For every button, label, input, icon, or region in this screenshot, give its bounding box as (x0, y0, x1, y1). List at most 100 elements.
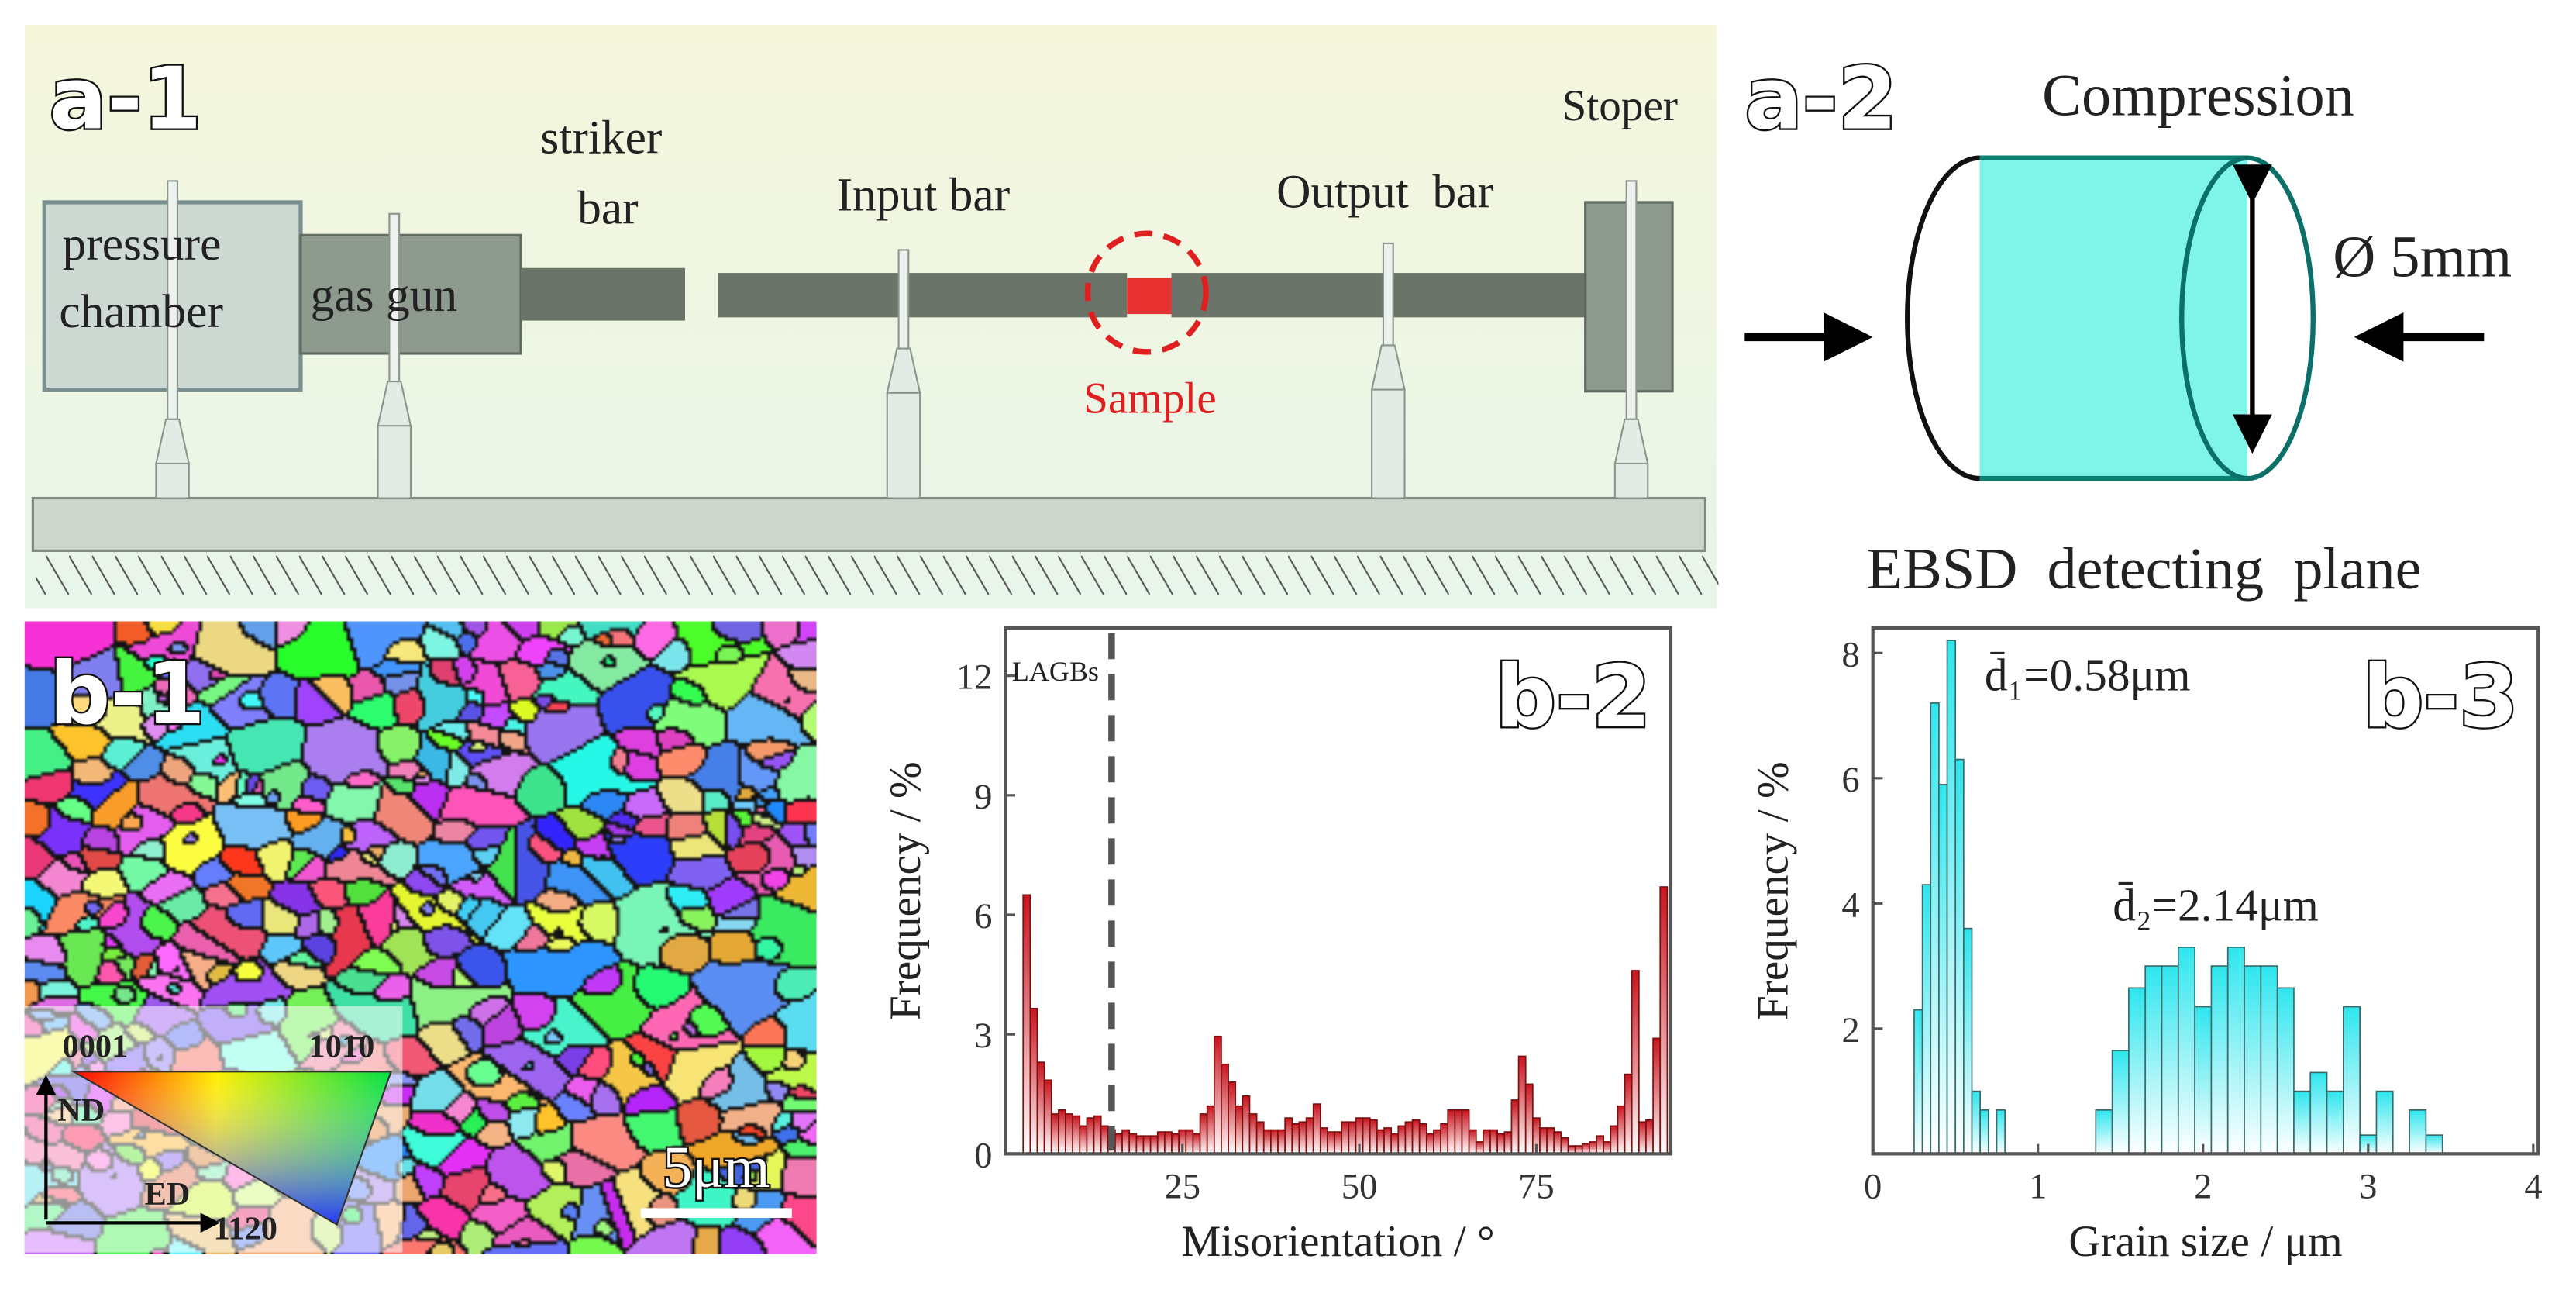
bar (1603, 1141, 1612, 1155)
bar (2425, 1134, 2443, 1155)
bar (1517, 1055, 1527, 1155)
bar (1524, 1083, 1534, 1155)
bar (1093, 1115, 1102, 1155)
x-tick-label: 3 (2359, 1167, 2377, 1207)
bar (1475, 1141, 1484, 1155)
bar (1284, 1117, 1293, 1155)
bar (1164, 1131, 1173, 1155)
x-tick-label: 4 (2524, 1167, 2542, 1207)
bar (1058, 1109, 1066, 1155)
bar (1461, 1109, 1470, 1155)
bar (1652, 1037, 1662, 1155)
bar (1938, 784, 1948, 1155)
bar (1079, 1125, 1088, 1155)
bar (1050, 1113, 1059, 1155)
bar (1043, 1079, 1052, 1155)
bar (1996, 1109, 2006, 1155)
diameter-label: Ø 5mm (2333, 223, 2512, 289)
bar (1334, 1131, 1343, 1155)
lagbs-annotation: LAGBs (1012, 656, 1099, 687)
bar (1121, 1129, 1131, 1155)
bar (1404, 1121, 1414, 1155)
support-stand (1613, 180, 1649, 499)
striker-label: striker (540, 111, 662, 164)
panel-label: b-3 (2362, 647, 2518, 747)
x-tick-label: 75 (1518, 1167, 1555, 1207)
x-tick-label: 25 (1164, 1167, 1200, 1207)
x-axis-label: Grain size / μm (2068, 1217, 2342, 1266)
bar (1971, 1090, 1982, 1155)
panel-label-a2: a-2 (1744, 50, 1897, 149)
bar (1921, 884, 1932, 1155)
bar (2293, 1090, 2312, 1155)
bar (1235, 1105, 1244, 1155)
compression-title: Compression (2042, 63, 2354, 129)
stand-block (1613, 462, 1649, 499)
y-axis-label: Frequency / % (1748, 761, 1797, 1020)
bar (1596, 1135, 1605, 1155)
y-tick-label: 12 (956, 657, 993, 698)
bar (1228, 1081, 1237, 1155)
bar (1065, 1113, 1073, 1155)
bar (1546, 1127, 1555, 1155)
bar (1298, 1121, 1307, 1155)
cylinder-left-face (1905, 155, 1980, 481)
bar (1029, 1007, 1038, 1155)
mean-grain-size-2: d̄₂=2.14μm (2113, 879, 2319, 930)
bar (1418, 1123, 1427, 1155)
bar (1496, 1133, 1506, 1155)
bar (2161, 965, 2179, 1155)
bar (1411, 1119, 1421, 1155)
bar (1305, 1117, 1314, 1155)
bar (1913, 1009, 1923, 1155)
bar (1645, 1119, 1654, 1155)
bar (1100, 1125, 1109, 1155)
pressure-chamber-label: pressure (63, 218, 222, 271)
y-tick-label: 3 (974, 1016, 992, 1056)
output-bar-label: Output bar (1276, 165, 1493, 218)
bar (1319, 1127, 1328, 1155)
bar (1468, 1129, 1477, 1155)
plot-frame (1004, 626, 1673, 1156)
sample-highlight-circle (1084, 230, 1209, 355)
bar (2111, 1050, 2130, 1155)
bar (1503, 1131, 1513, 1155)
base-plate (31, 496, 1707, 552)
input-bar (718, 273, 1128, 318)
sample (1127, 278, 1172, 315)
ipf-label-1010: 101̄0 (309, 1028, 375, 1064)
panel-label-a1: a-1 (50, 50, 202, 149)
pressure-chamber-label-2: chamber (59, 285, 223, 338)
mean-grain-size-1: d̄₁=0.58μm (1985, 650, 2191, 701)
bar (2326, 1090, 2344, 1155)
gas-gun-label: gas gun (311, 269, 458, 322)
bar (1242, 1095, 1251, 1155)
bar (1659, 886, 1669, 1155)
x-tick-label: 0 (1864, 1167, 1882, 1207)
bar (1255, 1121, 1265, 1155)
stand-block (377, 425, 412, 499)
bar (1954, 758, 1965, 1155)
bar (1362, 1117, 1371, 1155)
ipf-label-1120: 1120 (214, 1211, 277, 1247)
bar (1369, 1119, 1378, 1155)
bar (2177, 947, 2195, 1155)
input-bar-label: Input bar (837, 169, 1011, 222)
bar (1171, 1133, 1180, 1155)
ipf-label-ed: ED (145, 1176, 191, 1212)
bar (1638, 1121, 1647, 1155)
panel-b1: b-1 0001 101̄0 ND ED 1120 5μm (24, 621, 817, 1254)
bar (1425, 1133, 1434, 1155)
bar (1248, 1113, 1258, 1155)
bar (1291, 1123, 1300, 1155)
support-stands (155, 180, 1649, 499)
ipf-legend: 0001 101̄0 ND ED 1120 (24, 1006, 403, 1253)
ipf-label-nd: ND (57, 1092, 105, 1129)
x-tick-label: 1 (2029, 1167, 2047, 1207)
bar (1946, 640, 1957, 1155)
bar (1440, 1123, 1449, 1155)
x-tick-label: 2 (2194, 1167, 2212, 1207)
output-bar (1171, 273, 1586, 318)
bar (2144, 965, 2163, 1155)
